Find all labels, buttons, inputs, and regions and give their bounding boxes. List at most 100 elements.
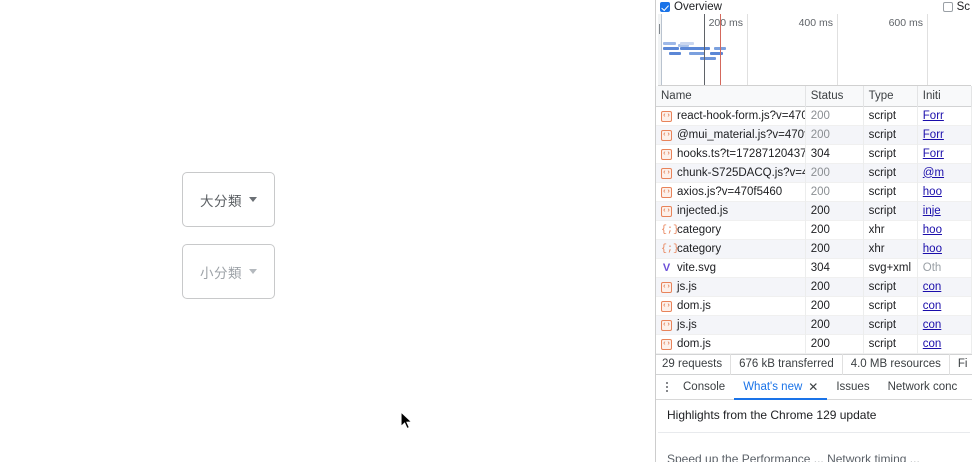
initiator-link[interactable]: Forr (922, 147, 944, 160)
select-major-category[interactable]: 大分類 (182, 172, 275, 227)
xhr-icon: {;} (661, 224, 680, 236)
script-icon: ‹› (661, 186, 672, 198)
initiator-text: Oth (922, 261, 942, 274)
cell-initiator: hoo (918, 239, 972, 259)
drawer-tab-console[interactable]: Console (674, 375, 734, 400)
overview-request-bar (669, 52, 681, 55)
cell-initiator: Oth (918, 258, 972, 278)
checkbox-unchecked-icon[interactable] (942, 2, 953, 12)
close-icon[interactable]: ✕ (808, 380, 819, 394)
drawer-tab-whats-new[interactable]: What's new ✕ (734, 375, 827, 400)
network-requests-table: Name Status Type Initi ‹›react-hook-form… (656, 85, 972, 354)
overview-checkbox[interactable]: Overview (660, 1, 722, 13)
summary-finish: Fi (950, 354, 972, 375)
network-toolbar: Overview Sc (656, 0, 972, 14)
initiator-link[interactable]: hoo (922, 185, 942, 198)
overview-left-handle[interactable] (658, 14, 662, 85)
column-header-name[interactable]: Name (656, 85, 806, 107)
web-page-content: 大分類 小分類 (182, 172, 414, 430)
cell-initiator: inje (918, 201, 972, 221)
whats-new-subitems: Speed up the Performance ... Network tim… (667, 452, 920, 462)
column-header-type[interactable]: Type (864, 85, 918, 107)
cell-type: script (864, 125, 918, 145)
screenshots-checkbox-label: Sc (956, 1, 970, 13)
initiator-link[interactable]: hoo (922, 223, 942, 236)
cell-type: script (864, 315, 918, 335)
cell-name: ‹›injected.js (656, 201, 806, 221)
cell-status: 200 (806, 182, 864, 202)
network-overview-timeline[interactable]: 200 ms 400 ms 600 ms (658, 14, 971, 86)
overview-dom-content-loaded-line (704, 14, 705, 85)
cell-status: 200 (806, 277, 864, 297)
cell-initiator: Forr (918, 106, 972, 126)
overview-tick-400ms: 400 ms (748, 14, 838, 85)
overview-tick-200ms: 200 ms (660, 14, 748, 85)
initiator-link[interactable]: inje (922, 204, 941, 217)
column-header-initiator[interactable]: Initi (918, 85, 972, 107)
drawer-tab-network-conditions[interactable]: Network conc (879, 375, 967, 400)
request-name: dom.js (677, 299, 711, 312)
select-minor-category-label: 小分類 (200, 265, 242, 281)
cell-name: ‹›@mui_material.js?v=470f5... (656, 125, 806, 145)
cell-type: script (864, 106, 918, 126)
initiator-link[interactable]: con (922, 337, 942, 350)
table-row[interactable]: ‹›@mui_material.js?v=470f5...200scriptFo… (656, 125, 972, 145)
drawer-tab-issues[interactable]: Issues (827, 375, 878, 400)
cell-type: script (864, 334, 918, 354)
kebab-menu-icon[interactable] (660, 382, 674, 392)
script-icon: ‹› (661, 167, 672, 179)
initiator-link[interactable]: con (922, 299, 942, 312)
network-summary-bar: 29 requests 676 kB transferred 4.0 MB re… (656, 354, 972, 375)
cell-type: xhr (864, 220, 918, 240)
overview-request-bar (663, 42, 676, 45)
table-header-row: Name Status Type Initi (656, 85, 972, 107)
initiator-link[interactable]: @m (922, 166, 945, 179)
cell-initiator: con (918, 334, 972, 354)
overview-request-bar (710, 52, 723, 55)
xhr-icon: {;} (661, 243, 680, 255)
screenshots-checkbox[interactable]: Sc (942, 0, 970, 14)
initiator-link[interactable]: con (922, 280, 942, 293)
overview-checkbox-label: Overview (674, 1, 722, 13)
script-icon: ‹› (661, 300, 672, 312)
cell-name: ‹›react-hook-form.js?v=470f... (656, 106, 806, 126)
column-header-status[interactable]: Status (806, 85, 864, 107)
initiator-link[interactable]: Forr (922, 109, 944, 122)
initiator-link[interactable]: con (922, 318, 942, 331)
initiator-link[interactable]: Forr (922, 128, 944, 141)
cell-initiator: con (918, 296, 972, 316)
mouse-cursor (400, 411, 414, 430)
overview-request-bar (700, 57, 716, 60)
cell-status: 200 (806, 334, 864, 354)
summary-requests: 29 requests (656, 354, 732, 375)
request-name: chunk-S725DACQ.js?v=47... (677, 166, 805, 179)
request-name: injected.js (677, 204, 729, 217)
divider (658, 432, 970, 433)
request-name: @mui_material.js?v=470f5... (677, 128, 806, 141)
checkbox-checked-icon[interactable] (660, 2, 670, 12)
select-minor-category[interactable]: 小分類 (182, 244, 275, 299)
cell-status: 200 (806, 296, 864, 316)
devtools-panel: Overview Sc 200 ms 400 ms 600 ms (655, 0, 972, 462)
request-name: axios.js?v=470f5460 (677, 185, 783, 198)
cell-name: ‹› axios.js?v=470f5460 (656, 182, 806, 202)
select-major-category-label: 大分類 (200, 193, 242, 209)
overview-request-bar (678, 44, 689, 47)
whats-new-headline: Highlights from the Chrome 129 update (667, 408, 877, 422)
drawer-tab-bar: Console What's new ✕ Issues Network conc (656, 375, 972, 400)
cell-status: 200 (806, 106, 864, 126)
initiator-link[interactable]: hoo (922, 242, 942, 255)
